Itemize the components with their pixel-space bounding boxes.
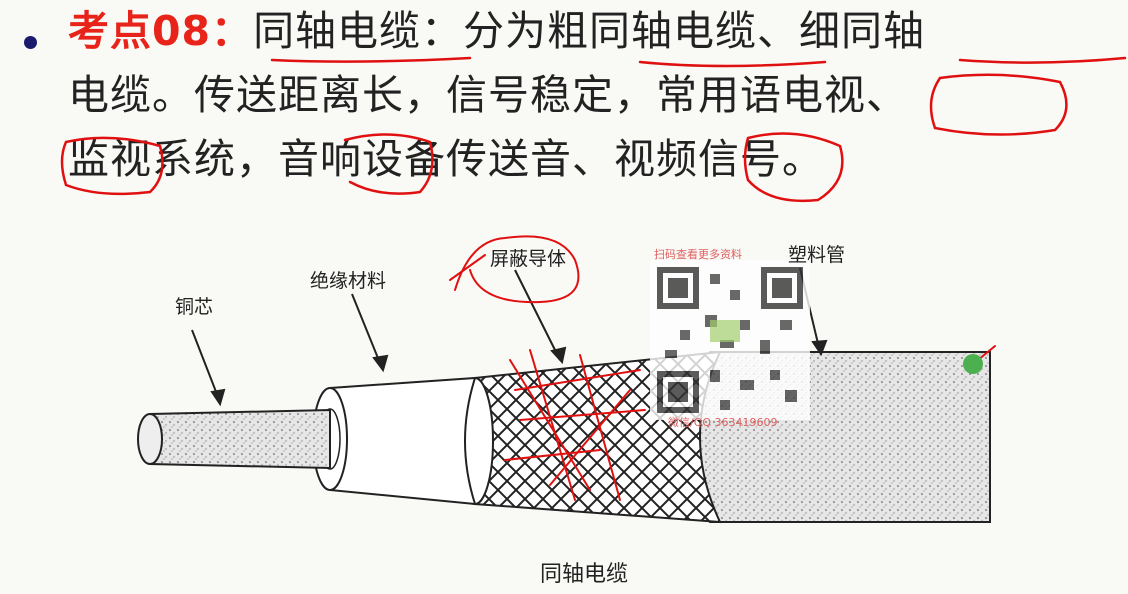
circle-tv (929, 73, 1068, 136)
label-shield-conductor: 屏蔽导体 (490, 248, 567, 270)
watermark-bottom: 微信/QQ 363419609 (668, 415, 778, 429)
underline-coax (270, 56, 472, 63)
text-line-2: 电缆。传送距离长，信号稳定，常用语电视、 (68, 68, 908, 122)
arrow-shield (514, 269, 561, 361)
line-2-text: 电缆。传送距离长，信号稳定，常用语电视、 (68, 71, 908, 119)
line-3-text: 监视系统，音响设备传送音、视频信号。 (68, 135, 824, 183)
label-copper-core: 铜芯 (175, 296, 214, 318)
text-line-3: 监视系统，音响设备传送音、视频信号。 (68, 132, 824, 186)
copper-core (137, 408, 331, 470)
qr-watermark (650, 260, 810, 420)
diagram-caption: 同轴电缆 (540, 562, 629, 587)
insulation-layer (312, 376, 477, 506)
diagram-annotations (449, 235, 996, 501)
label-insulation: 绝缘材料 (310, 270, 387, 292)
bullet-dot (24, 36, 37, 49)
underline-thick-coax (638, 60, 827, 68)
coax-diagram: 扫码查看更多资料 微信/QQ 363419609 (137, 235, 996, 524)
arrow-core (191, 329, 221, 403)
underline-thin-coax (958, 56, 1127, 64)
line-1-text: 同轴电缆：分为粗同轴电缆、细同轴 (253, 7, 926, 55)
watermark-top: 扫码查看更多资料 (654, 247, 742, 261)
keypoint-label: 考点08： (68, 7, 254, 55)
label-plastic-jacket: 塑料管 (788, 244, 846, 266)
text-line-1: 考点08：同轴电缆：分为粗同轴电缆、细同轴 (68, 4, 925, 58)
arrow-insulation (351, 293, 383, 369)
